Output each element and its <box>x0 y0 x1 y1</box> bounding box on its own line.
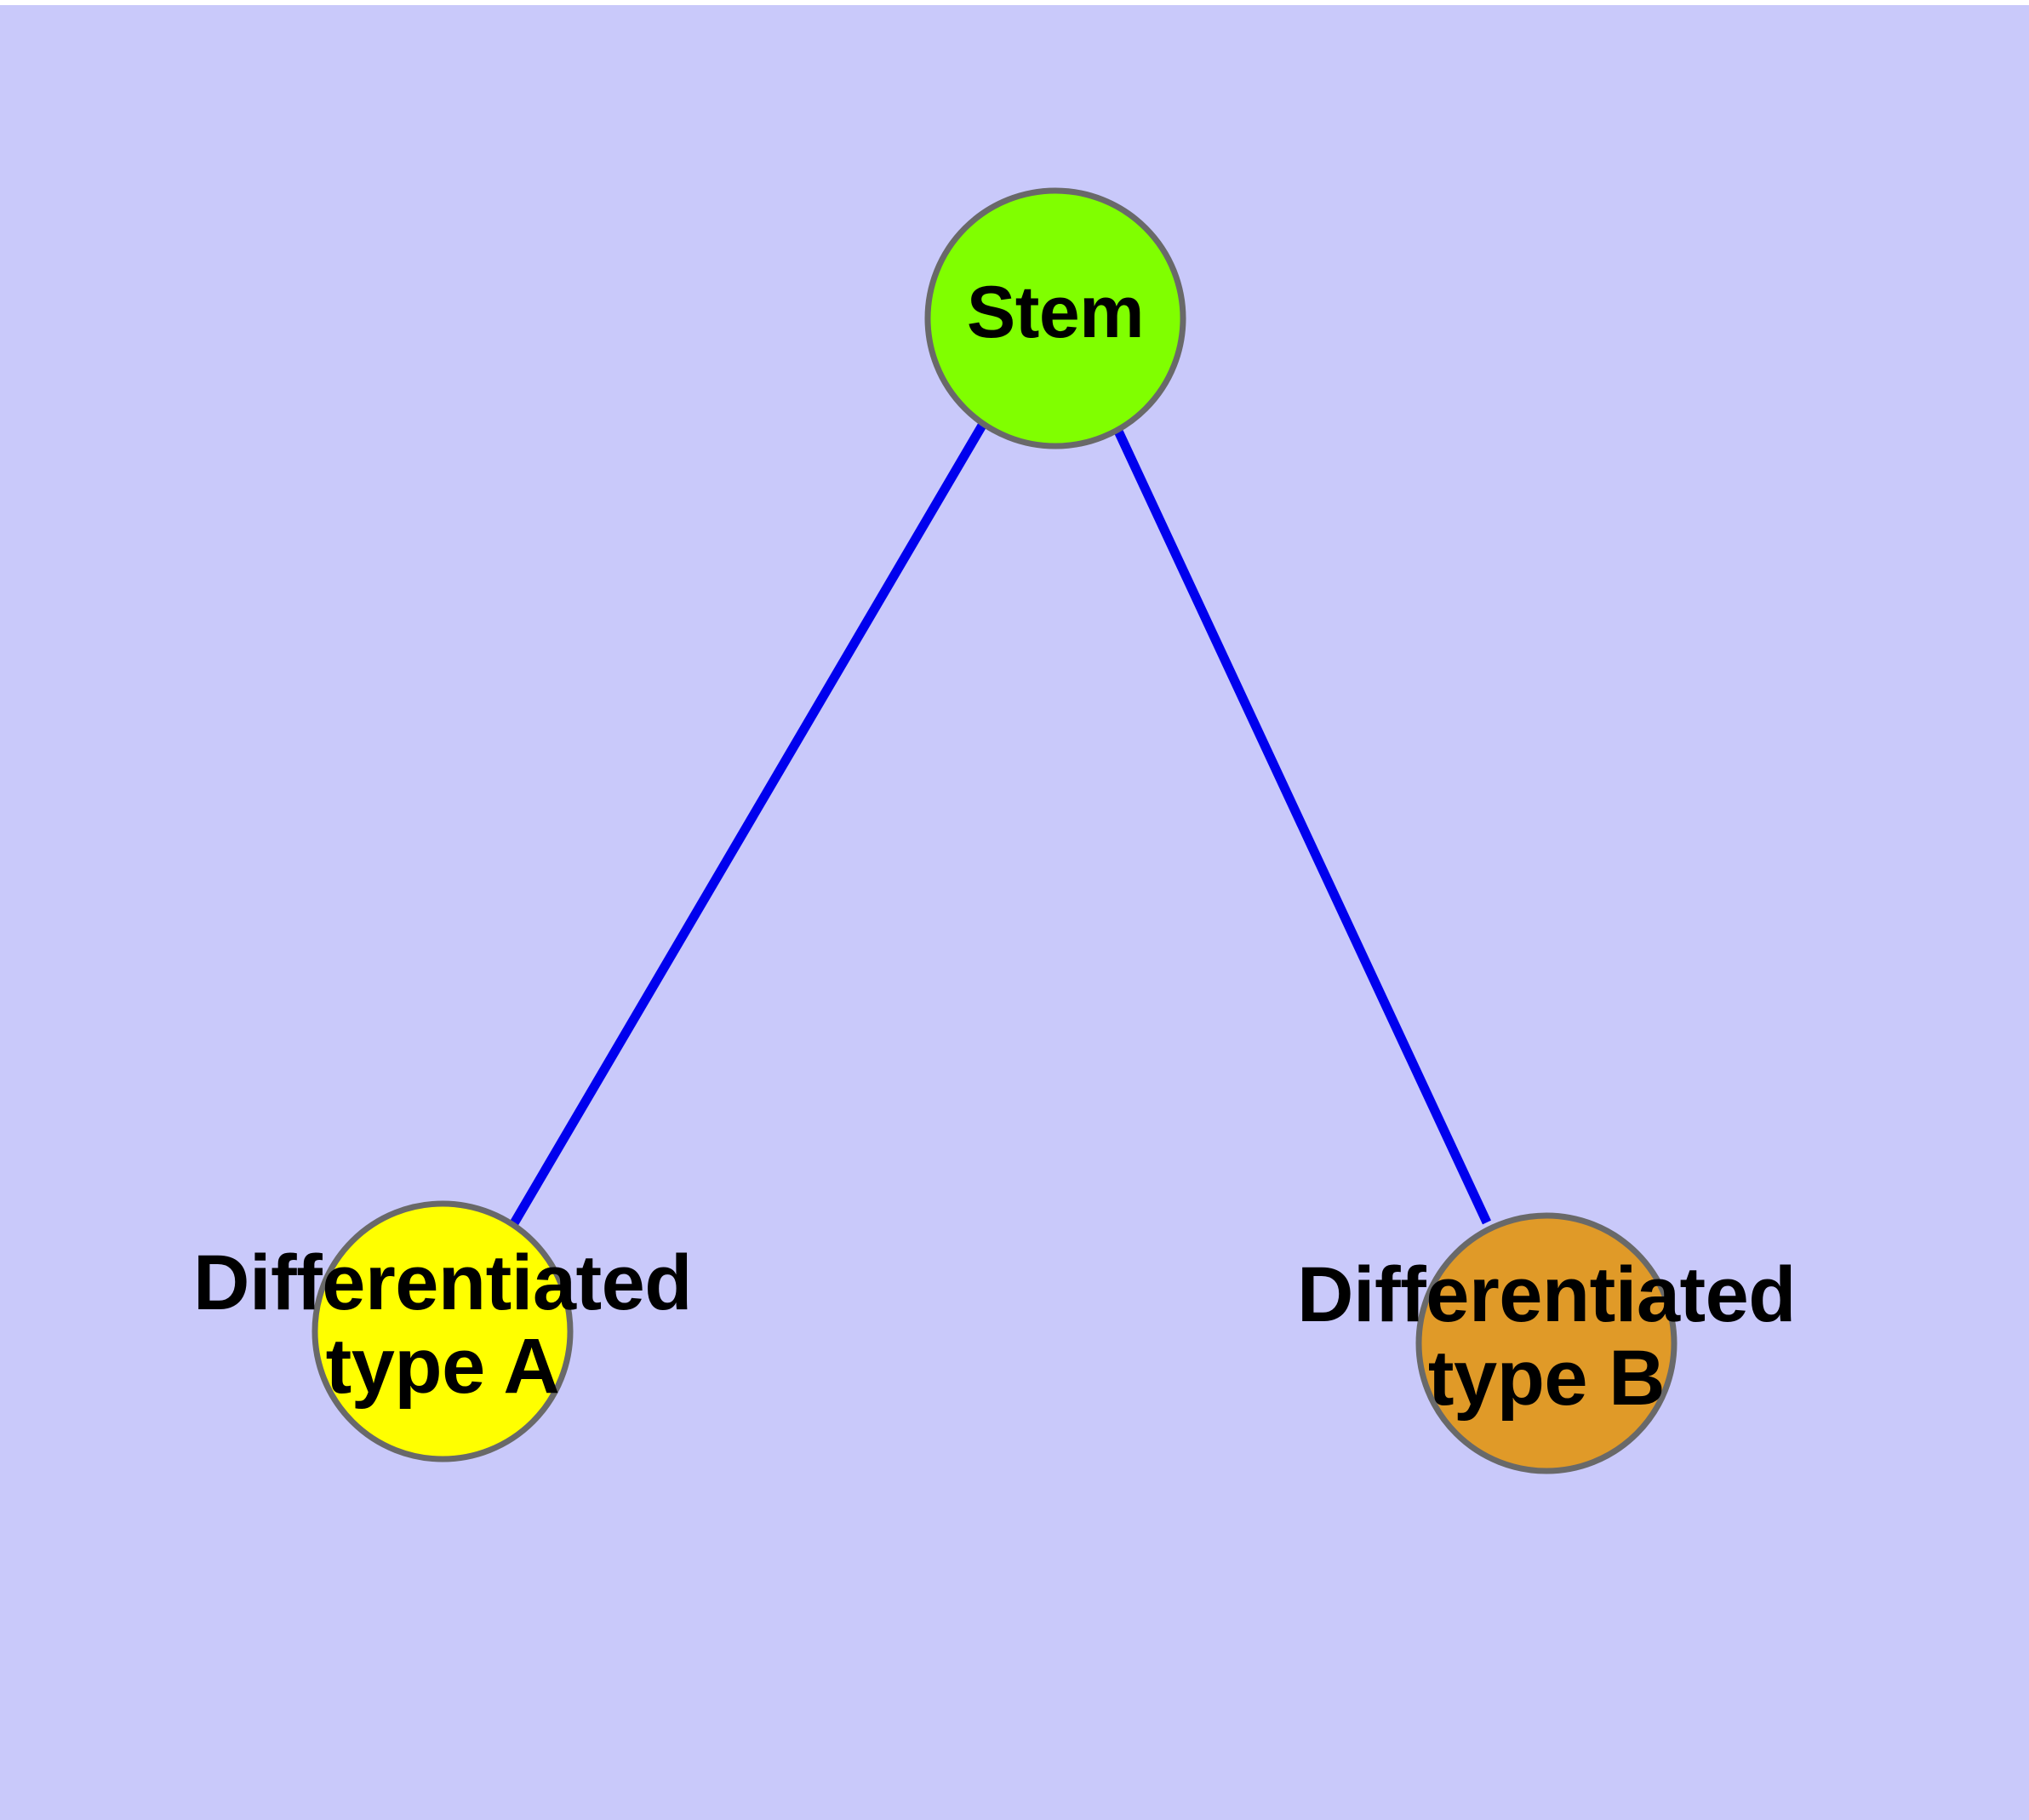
edge-stem-to-diff-a[interactable] <box>510 421 987 1226</box>
node-diff-a-circle[interactable] <box>311 1200 574 1462</box>
graph-svg <box>311 187 1677 1474</box>
node-layer <box>311 187 1677 1474</box>
edge-layer <box>510 421 1491 1226</box>
node-stem-circle[interactable] <box>924 187 1186 449</box>
node-diff-b-circle[interactable] <box>1415 1212 1677 1474</box>
diagram-plot-area: Stem Differentiated type A Differentiate… <box>0 5 2029 1820</box>
edge-stem-to-diff-b[interactable] <box>1112 423 1491 1225</box>
